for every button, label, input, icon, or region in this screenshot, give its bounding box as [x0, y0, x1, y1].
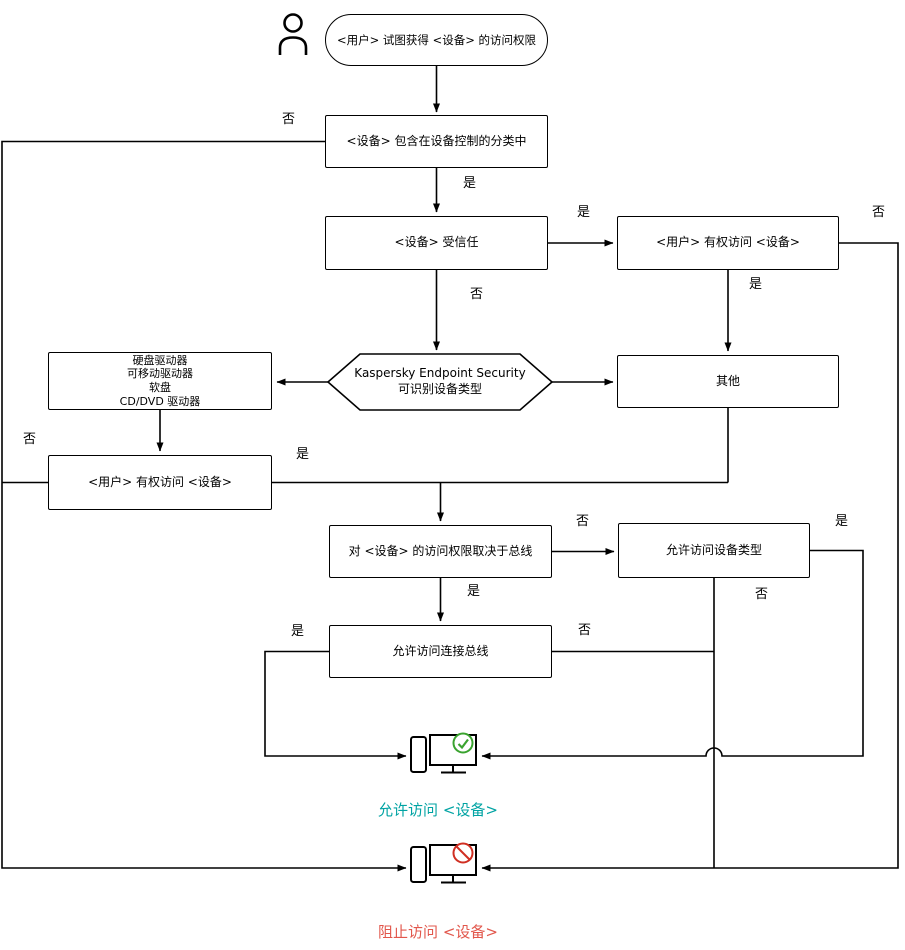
label-classification-yes: 是	[463, 176, 477, 191]
check-badge	[452, 732, 474, 754]
edge-allow-device-type-yes-to-allowed	[481, 549, 864, 760]
node-user-access-top: <用户> 有权访问 <设备>	[617, 216, 839, 270]
drive-type-2: 软盘	[149, 381, 171, 394]
label-user-access-top-yes: 是	[749, 277, 763, 292]
edge-allow-bus-yes-to-allowed	[264, 650, 407, 760]
node-classification: <设备> 包含在设备控制的分类中	[325, 115, 548, 168]
node-trusted: <设备> 受信任	[325, 216, 548, 270]
device-allowed-icon	[410, 732, 477, 774]
node-device-type-decision: Kaspersky Endpoint Security 可识别设备类型	[336, 356, 544, 408]
node-user-access-left: <用户> 有权访问 <设备>	[48, 455, 272, 510]
device-type-decision-shape	[326, 353, 554, 411]
decision-line-1: Kaspersky Endpoint Security	[354, 366, 526, 381]
label-allow-device-type-no: 否	[755, 587, 769, 602]
device-blocked-icon	[410, 842, 477, 884]
edge-user-access-top-no-to-blocked	[481, 242, 899, 872]
result-allowed-label: 允许访问 <设备>	[378, 801, 498, 819]
prohibition-slash-icon	[455, 845, 471, 861]
check-icon	[457, 738, 469, 750]
drive-type-3: CD/DVD 驱动器	[119, 394, 201, 408]
node-allow-bus: 允许访问连接总线	[329, 625, 552, 678]
person-icon	[278, 13, 308, 55]
edge-classification-no-to-blocked	[1, 140, 407, 872]
node-allow-device-type: 允许访问设备类型	[618, 523, 810, 578]
label-bus-yes: 是	[467, 584, 481, 599]
label-user-access-left-no: 否	[23, 432, 37, 447]
label-allow-bus-yes: 是	[291, 624, 305, 639]
label-allow-bus-no: 否	[578, 623, 592, 638]
node-bus-dependent: 对 <设备> 的访问权限取决于总线	[329, 525, 552, 578]
node-drive-types: 硬盘驱动器 可移动驱动器 软盘 CD/DVD 驱动器	[48, 352, 272, 410]
label-classification-no: 否	[282, 112, 296, 127]
label-trusted-yes: 是	[577, 205, 591, 220]
label-bus-no: 否	[576, 514, 590, 529]
node-start: <用户> 试图获得 <设备> 的访问权限	[325, 14, 548, 66]
label-user-access-top-no: 否	[872, 205, 886, 220]
drive-type-1: 可移动驱动器	[127, 367, 193, 381]
label-trusted-no: 否	[470, 287, 484, 302]
label-user-access-left-yes: 是	[296, 447, 310, 462]
node-other: 其他	[617, 355, 839, 408]
label-allow-device-type-yes: 是	[835, 514, 849, 529]
result-blocked-label: 阻止访问 <设备>	[378, 923, 498, 941]
decision-line-2: 可识别设备类型	[397, 382, 482, 396]
drive-type-0: 硬盘驱动器	[132, 353, 188, 367]
